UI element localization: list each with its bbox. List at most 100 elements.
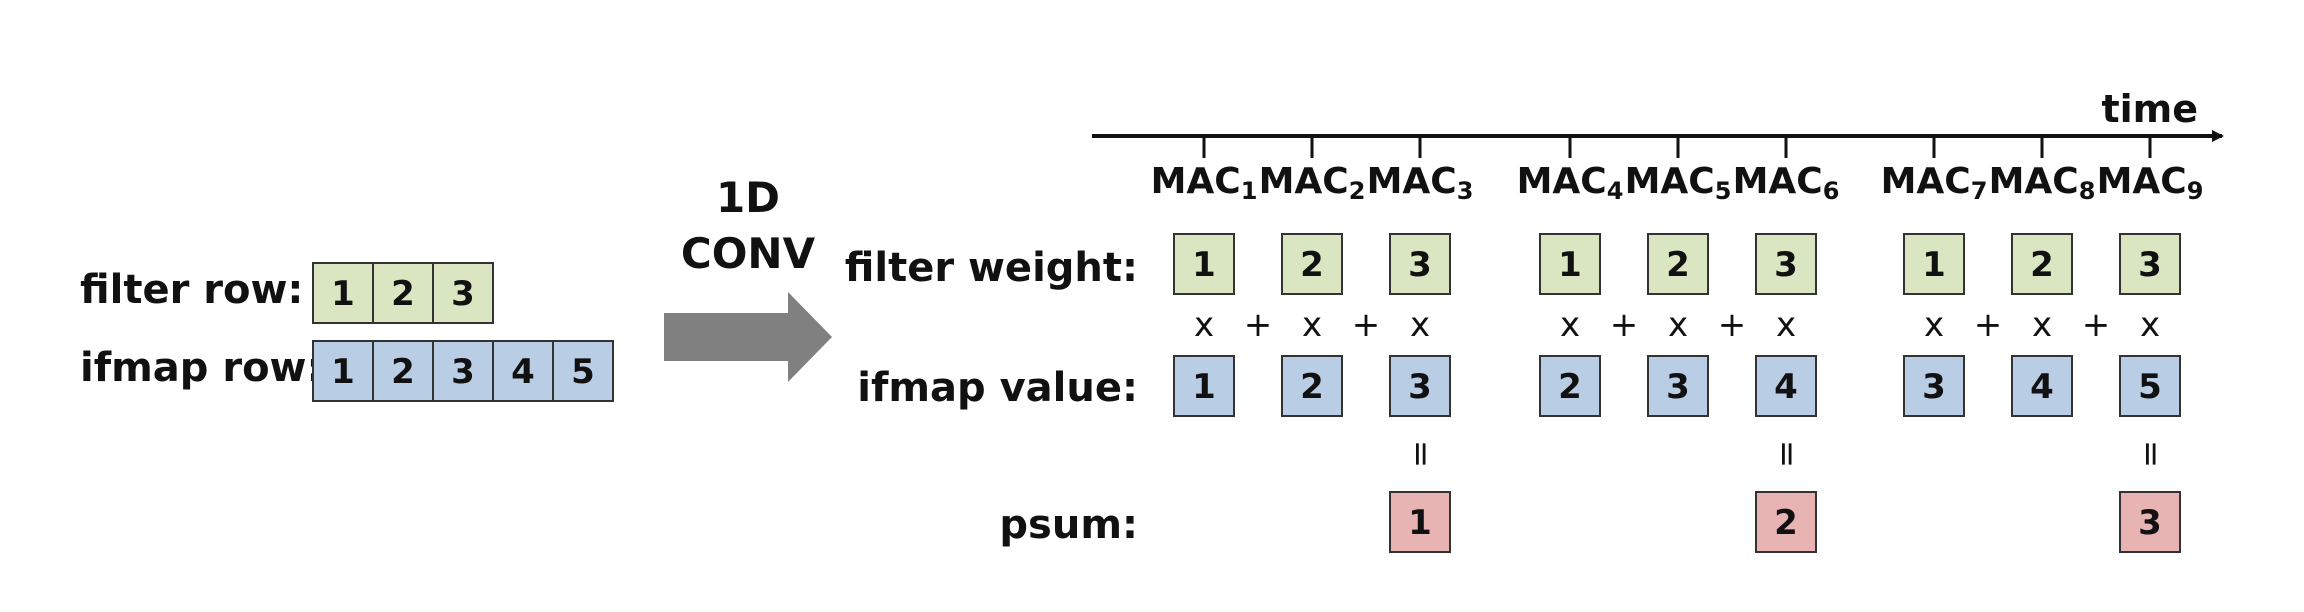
ifmap-value-cell-5-box — [1647, 355, 1709, 417]
mac-label-1: MAC1 — [1151, 161, 1258, 205]
ifmap-value-cell-2-box — [1281, 355, 1343, 417]
ifmap-value-cell-9-value: 5 — [2138, 367, 2162, 407]
filter-row-label: filter row: — [80, 267, 303, 313]
ifmap-value-cell-4: 2 — [1539, 355, 1601, 417]
filter-weight-cell-6-value: 3 — [1774, 245, 1798, 285]
filter-weight-cell-7-value: 1 — [1922, 245, 1946, 285]
filter-weight-cell-6: 3 — [1755, 233, 1817, 295]
equals-sign-1: = — [1401, 440, 1441, 469]
filter-weight-cell-5-value: 2 — [1666, 245, 1690, 285]
ifmap-value-cell-8: 4 — [2011, 355, 2073, 417]
psum-cell-3-box — [2119, 491, 2181, 553]
ifmap-row-cell-1-value: 1 — [331, 352, 355, 392]
equals-signs: = = = — [1401, 440, 2171, 469]
ifmap-value-cell-5: 3 — [1647, 355, 1709, 417]
plus-sign-8: + — [2082, 305, 2111, 345]
ifmap-row-cell-2-box — [372, 340, 434, 402]
conv-label-line2: CONV — [681, 229, 816, 278]
ifmap-row-cell-5-box — [552, 340, 614, 402]
filter-weight-cell-8: 2 — [2011, 233, 2073, 295]
mac-label-7: MAC7 — [1881, 161, 1988, 205]
filter-weight-cell-2-box — [1281, 233, 1343, 295]
conv-label-line1: 1D — [716, 173, 780, 222]
plus-sign-4: + — [1610, 305, 1639, 345]
filter-weight-cell-9: 3 — [2119, 233, 2181, 295]
filter-row-cell-1: 1 — [312, 262, 374, 324]
filter-weight-cell-9-box — [2119, 233, 2181, 295]
psum-cell-3-value: 3 — [2138, 503, 2162, 543]
filter-weight-cell-4-value: 1 — [1558, 245, 1582, 285]
ifmap-value-cell-3-value: 3 — [1408, 367, 1432, 407]
filter-weight-cell-8-box — [2011, 233, 2073, 295]
psum-cell-2-value: 2 — [1774, 503, 1798, 543]
filter-row-cell-3: 3 — [432, 262, 494, 324]
filter-weight-cell-6-box — [1755, 233, 1817, 295]
ifmap-row-label: ifmap row: — [80, 345, 323, 391]
equals-sign-3: = — [2131, 440, 2171, 469]
plus-sign-7: + — [1974, 305, 2003, 345]
psum-cell-2: 2 — [1755, 491, 1817, 553]
mac-label-5: MAC5 — [1625, 161, 1732, 205]
ifmap-row-cell-3-box — [432, 340, 494, 402]
ifmap-value-cell-2-value: 2 — [1300, 367, 1324, 407]
ifmap-row-cell-4: 4 — [492, 340, 554, 402]
ifmap-row-cell-5-value: 5 — [571, 352, 595, 392]
ifmap-value-cell-3: 3 — [1389, 355, 1451, 417]
filter-weight-cell-7-box — [1903, 233, 1965, 295]
ifmap-value-cell-1: 1 — [1173, 355, 1235, 417]
filter-weight-cell-1-box — [1173, 233, 1235, 295]
psum-cell-1: 1 — [1389, 491, 1451, 553]
mac-label-3: MAC3 — [1367, 161, 1474, 205]
ifmap-value-label: ifmap value: — [857, 365, 1138, 411]
psum-label: psum: — [999, 502, 1138, 548]
filter-weight-cell-3-value: 3 — [1408, 245, 1432, 285]
ifmap-row-cell-2-value: 2 — [391, 352, 415, 392]
ifmap-row-cell-4-value: 4 — [511, 352, 535, 392]
filter-weight-cells: 1 2 3 1 2 3 1 2 3 — [1173, 233, 2181, 295]
filter-row-cell-1-box — [312, 262, 374, 324]
filter-weight-cell-2-value: 2 — [1300, 245, 1324, 285]
filter-weight-label: filter weight: — [845, 245, 1138, 291]
filter-row-cell-1-value: 1 — [331, 274, 355, 314]
ifmap-value-cell-8-box — [2011, 355, 2073, 417]
filter-weight-cell-7: 1 — [1903, 233, 1965, 295]
mac-label-9: MAC9 — [2097, 161, 2204, 205]
equals-sign-2: = — [1767, 440, 1807, 469]
ifmap-value-cell-7: 3 — [1903, 355, 1965, 417]
ifmap-value-cell-6-value: 4 — [1774, 367, 1798, 407]
ifmap-row-cell-2: 2 — [372, 340, 434, 402]
times-sign-2: x — [1302, 305, 1322, 345]
ifmap-value-cell-6-box — [1755, 355, 1817, 417]
ifmap-value-cell-1-value: 1 — [1192, 367, 1216, 407]
filter-weight-cell-3-box — [1389, 233, 1451, 295]
psum-cell-1-box — [1389, 491, 1451, 553]
filter-row-cell-2-box — [372, 262, 434, 324]
psum-cells: 1 2 3 — [1389, 491, 2181, 553]
filter-weight-cell-8-value: 2 — [2030, 245, 2054, 285]
plus-sign-1: + — [1244, 305, 1273, 345]
ifmap-value-cell-4-value: 2 — [1558, 367, 1582, 407]
mac-label-2: MAC2 — [1259, 161, 1366, 205]
mac-label-4: MAC4 — [1517, 161, 1624, 205]
times-sign-8: x — [2032, 305, 2052, 345]
filter-weight-cell-1-value: 1 — [1192, 245, 1216, 285]
filter-weight-cell-4-box — [1539, 233, 1601, 295]
mac-label-6: MAC6 — [1733, 161, 1840, 205]
time-axis-label: time — [2101, 87, 2198, 131]
psum-cell-2-box — [1755, 491, 1817, 553]
filter-row-cell-3-box — [432, 262, 494, 324]
times-sign-6: x — [1776, 305, 1796, 345]
ifmap-value-cell-9: 5 — [2119, 355, 2181, 417]
ifmap-value-cell-4-box — [1539, 355, 1601, 417]
filter-row-cell-3-value: 3 — [451, 274, 475, 314]
ifmap-row-cell-4-box — [492, 340, 554, 402]
ifmap-value-cell-9-box — [2119, 355, 2181, 417]
plus-sign-5: + — [1718, 305, 1747, 345]
psum-cell-1-value: 1 — [1408, 503, 1432, 543]
times-sign-3: x — [1410, 305, 1430, 345]
